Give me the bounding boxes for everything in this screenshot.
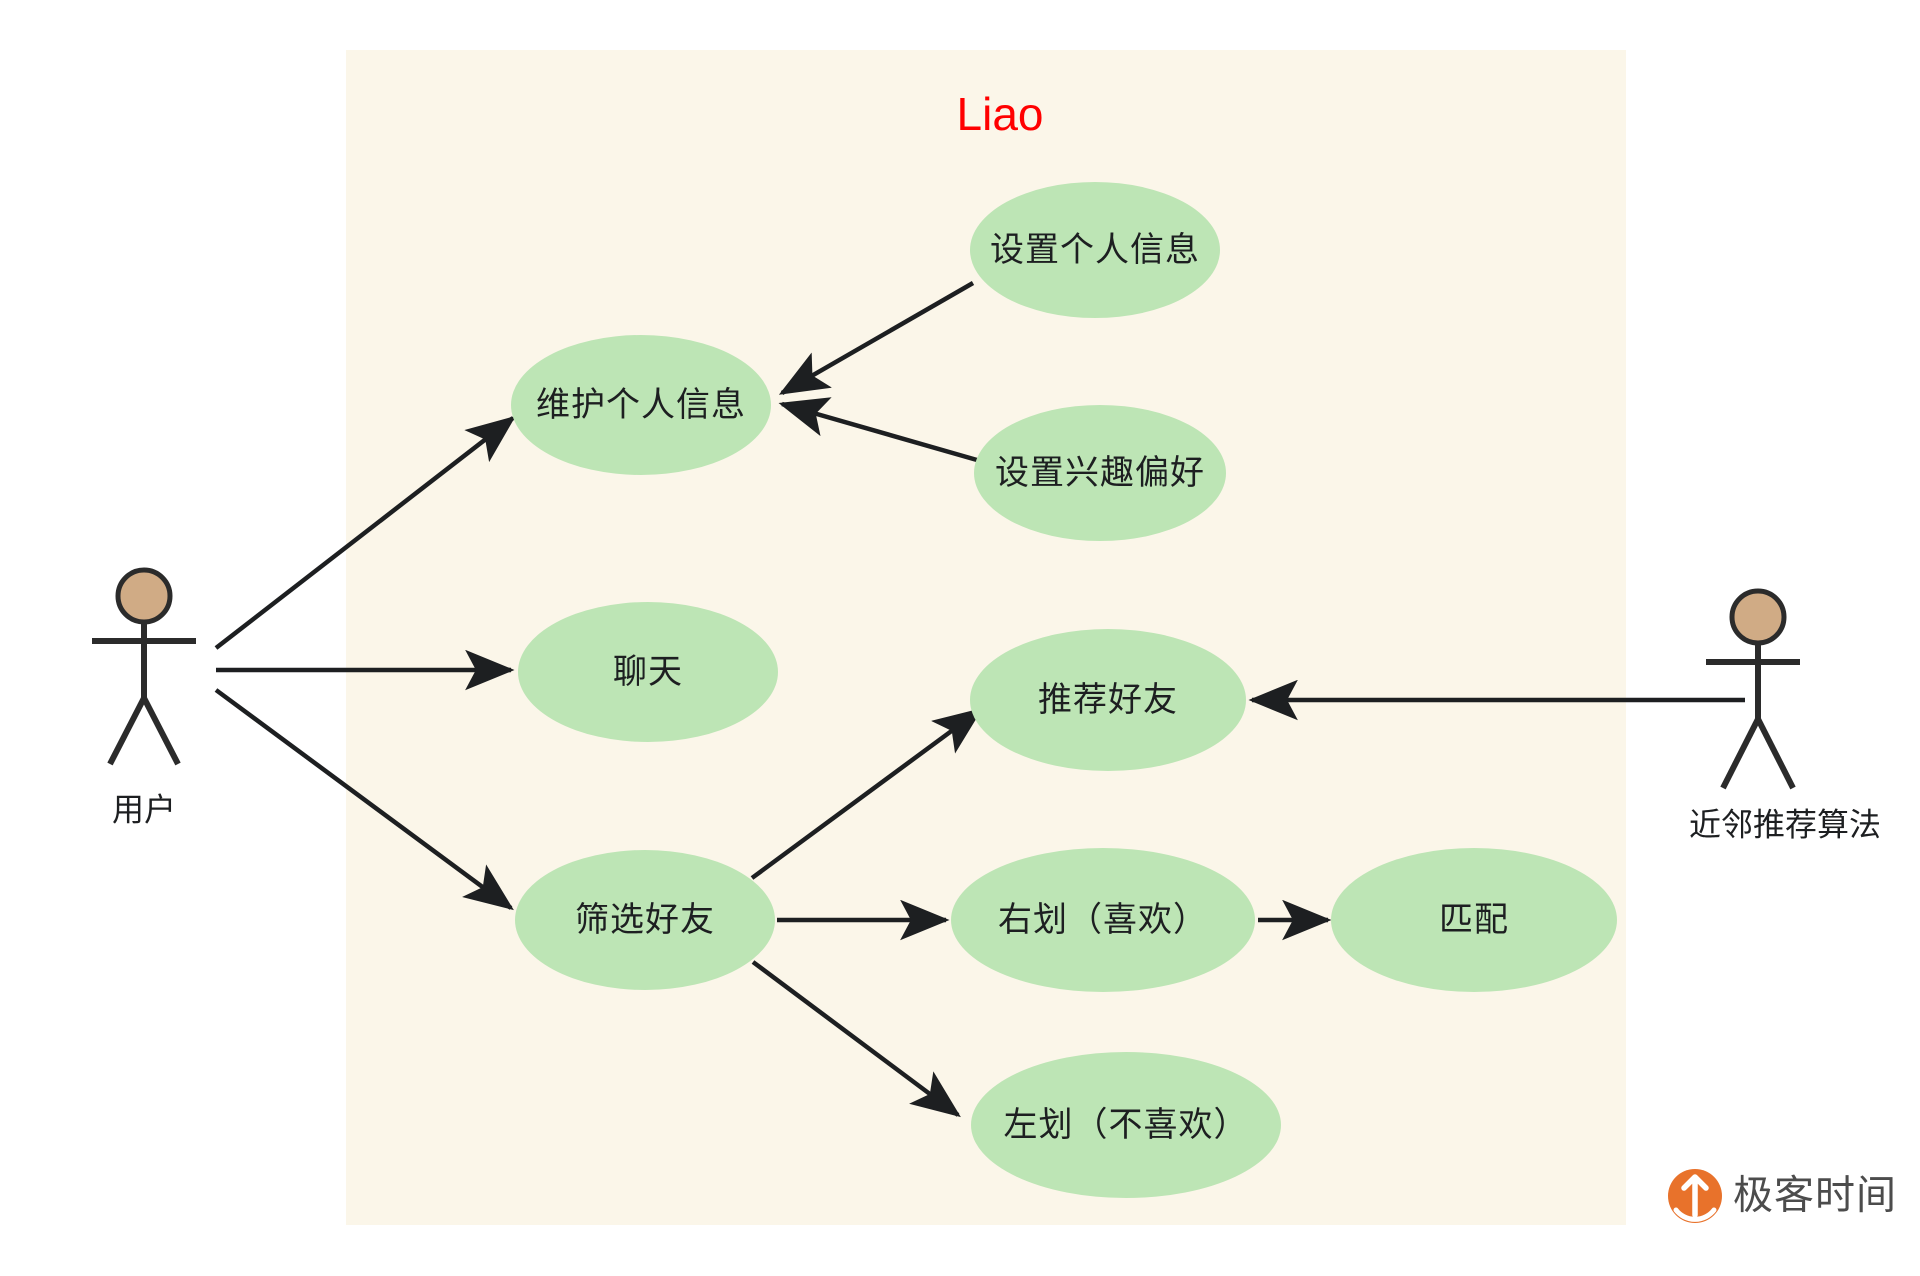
actor-label: 近邻推荐算法: [1689, 806, 1881, 842]
use-case-label: 筛选好友: [575, 901, 715, 939]
use-case-recommend-friend[interactable]: 推荐好友: [970, 629, 1246, 771]
use-case-set-interest[interactable]: 设置兴趣偏好: [974, 405, 1226, 541]
actor-head-icon: [115, 567, 173, 625]
use-case-swipe-left[interactable]: 左划（不喜欢）: [971, 1052, 1281, 1198]
system-boundary-title: Liao: [957, 88, 1044, 140]
use-case-ellipse: [518, 602, 778, 742]
actor-leg-right-line: [1755, 717, 1796, 790]
use-case-label: 左划（不喜欢）: [1004, 1106, 1249, 1144]
actor-label: 用户: [112, 791, 176, 827]
connector-set-profile-to-maintain-profile: [778, 281, 975, 395]
connector-filter-friend-to-recommend-friend: [750, 707, 983, 880]
actor-recommender-algorithm[interactable]: 近邻推荐算法: [1689, 588, 1881, 842]
use-case-label: 设置个人信息: [990, 231, 1200, 269]
connections-layer: [214, 281, 1745, 1118]
use-case-ellipse: [515, 850, 775, 990]
use-case-ellipse: [951, 848, 1255, 992]
use-case-label: 右划（喜欢）: [998, 901, 1208, 939]
use-case-ellipse: [971, 1052, 1281, 1198]
actor-leg-left-line: [107, 696, 147, 766]
use-case-set-profile[interactable]: 设置个人信息: [970, 182, 1220, 318]
watermark-text: 极客时间: [1733, 1174, 1897, 1218]
actor-head-icon: [1729, 588, 1787, 646]
use-case-ellipse: [511, 335, 771, 475]
use-case-label: 推荐好友: [1038, 681, 1178, 719]
connector-filter-friend-to-swipe-left: [751, 960, 961, 1118]
actor-leg-left-line: [1720, 717, 1761, 790]
use-case-ellipse: [1331, 848, 1617, 992]
use-case-maintain-profile[interactable]: 维护个人信息: [511, 335, 771, 475]
use-case-label: 设置兴趣偏好: [995, 454, 1205, 492]
geektime-logo-icon: [1668, 1169, 1722, 1223]
use-case-match[interactable]: 匹配: [1331, 848, 1617, 992]
connector-user-to-maintain-profile: [214, 415, 516, 650]
use-case-ellipse: [970, 629, 1246, 771]
connector-set-interest-to-maintain-profile: [778, 397, 978, 463]
use-case-swipe-right[interactable]: 右划（喜欢）: [951, 848, 1255, 992]
use-case-label: 维护个人信息: [536, 386, 746, 424]
use-case-label: 匹配: [1439, 901, 1509, 939]
use-case-label: 聊天: [613, 653, 683, 691]
use-case-chat[interactable]: 聊天: [518, 602, 778, 742]
actor-user[interactable]: 用户: [92, 567, 196, 827]
use-case-ellipse: [970, 182, 1220, 318]
use-cases-layer: 设置个人信息 维护个人信息 设置兴趣偏好 聊天 推荐好友 筛选好友: [511, 182, 1617, 1198]
watermark: 极客时间: [1668, 1169, 1897, 1223]
actor-leg-right-line: [141, 696, 181, 766]
use-case-ellipse: [974, 405, 1226, 541]
use-case-filter-friend[interactable]: 筛选好友: [515, 850, 775, 990]
connector-user-to-filter-friend: [214, 688, 514, 911]
